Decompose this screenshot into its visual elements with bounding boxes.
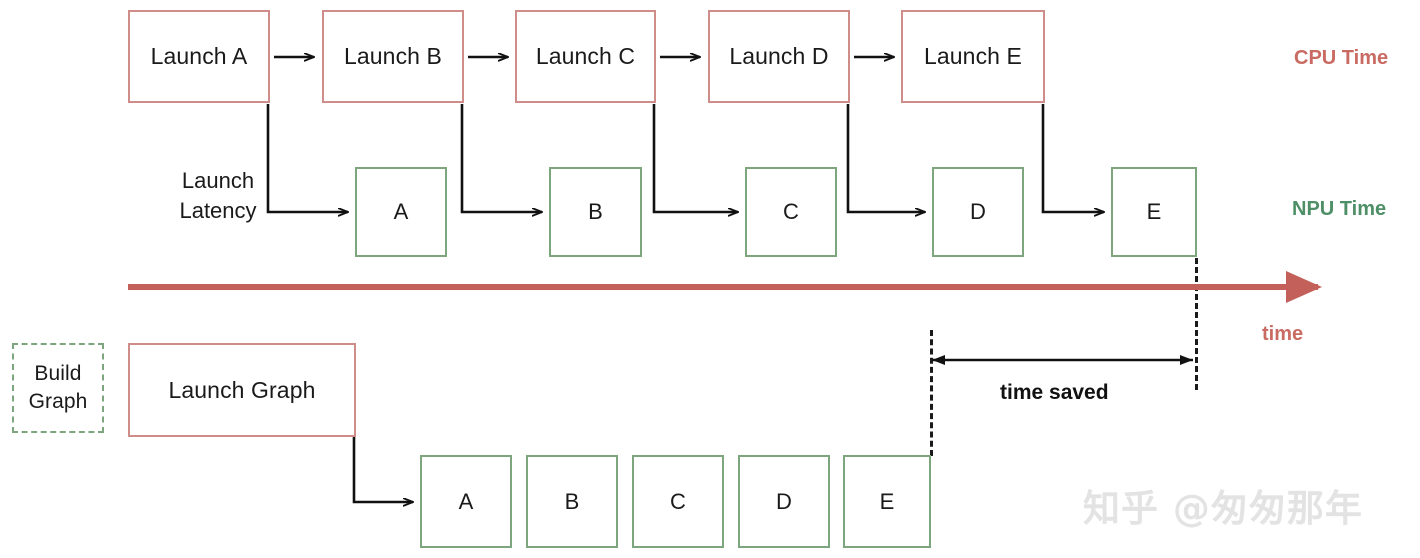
dashed-marker-line-right: [1195, 258, 1198, 390]
timeline-arrowhead-icon: [1286, 271, 1322, 303]
cpu-box-launch-d: Launch D: [708, 10, 850, 103]
npu-box-a: A: [355, 167, 447, 257]
launch-latency-label: Launch Latency: [168, 166, 268, 227]
bottom-npu-box-b-label: B: [564, 488, 580, 514]
npu-box-d-label: D: [970, 199, 986, 224]
time-saved-label: time saved: [1000, 381, 1109, 404]
npu-box-e: E: [1111, 167, 1197, 257]
cpu-box-launch-d-label: Launch D: [729, 43, 829, 69]
bottom-npu-box-d-label: D: [776, 488, 792, 514]
build-graph-line1: Build: [34, 362, 82, 386]
bottom-npu-box-d: D: [738, 455, 830, 548]
npu-box-c: C: [745, 167, 837, 257]
npu-box-a-label: A: [393, 199, 409, 224]
legend-time-axis: time: [1262, 323, 1304, 345]
build-graph-box: Build Graph: [12, 343, 104, 433]
cpu-box-launch-c: Launch C: [515, 10, 656, 103]
launch-latency-line2: Latency: [179, 198, 257, 224]
launch-latency-line1: Launch: [181, 168, 255, 193]
bottom-npu-box-e: E: [843, 455, 931, 548]
cpu-box-launch-a: Launch A: [128, 10, 270, 103]
cpu-box-launch-c-label: Launch C: [535, 43, 636, 69]
legend-cpu-time: CPU Time: [1294, 47, 1389, 69]
launch-graph-box: Launch Graph: [128, 343, 356, 437]
bottom-npu-box-c-label: C: [670, 488, 686, 514]
build-graph-line2: Graph: [28, 390, 88, 413]
bottom-npu-box-c: C: [632, 455, 724, 548]
npu-box-d: D: [932, 167, 1024, 257]
npu-box-b: B: [549, 167, 642, 257]
bottom-npu-box-a-label: A: [458, 488, 474, 514]
launch-graph-label: Launch Graph: [168, 376, 316, 403]
npu-box-b-label: B: [588, 199, 603, 224]
cpu-box-launch-e: Launch E: [901, 10, 1045, 103]
cpu-box-launch-e-label: Launch E: [924, 43, 1022, 69]
bottom-npu-box-e-label: E: [879, 488, 895, 514]
cpu-box-launch-b-label: Launch B: [344, 43, 442, 69]
dashed-marker-line-left: [930, 330, 933, 456]
timeline-axis: [128, 284, 1318, 290]
legend-npu-time: NPU Time: [1292, 198, 1387, 220]
npu-box-e-label: E: [1146, 199, 1162, 224]
bottom-npu-box-b: B: [526, 455, 618, 548]
cpu-box-launch-b: Launch B: [322, 10, 464, 103]
bottom-npu-box-a: A: [420, 455, 512, 548]
cpu-box-launch-a-label: Launch A: [150, 43, 248, 69]
npu-box-c-label: C: [783, 199, 799, 224]
launch-graph-to-npu-connector: [352, 437, 413, 502]
watermark: 知乎 @匆匆那年: [1083, 487, 1363, 530]
